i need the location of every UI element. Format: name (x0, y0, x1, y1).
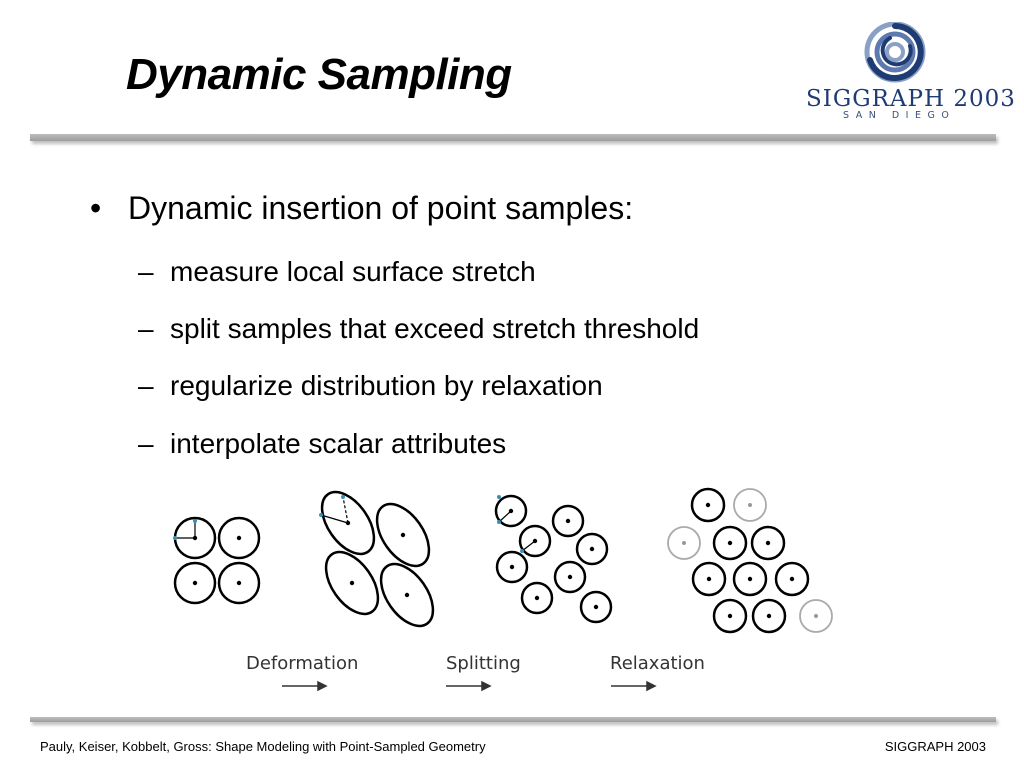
subbullet-marker: – (138, 256, 154, 287)
sample-circle (173, 561, 217, 605)
bullet-marker: • (90, 190, 102, 226)
relaxed-sample (774, 561, 810, 597)
subbullet-item: –regularize distribution by relaxation (138, 370, 603, 402)
right-arrow-icon (282, 680, 657, 692)
split-sample (553, 560, 587, 594)
deformed-sample (320, 490, 376, 556)
deformed-sample (379, 562, 435, 628)
relaxed-sample (732, 561, 768, 597)
slide-title: Dynamic Sampling (126, 50, 512, 99)
subbullet-marker: – (138, 428, 154, 459)
subbullet-text: interpolate scalar attributes (170, 428, 507, 459)
footer-conference: SIGGRAPH 2003 (884, 739, 986, 754)
title-divider (30, 134, 996, 141)
split-sample (518, 524, 552, 558)
subbullet-marker: – (138, 370, 154, 401)
relaxed-sample (712, 525, 748, 561)
split-sample (495, 550, 529, 584)
siggraph-logo: SIGGRAPH 2003 SAN DIEGO (800, 22, 1015, 121)
new-sample-circle (799, 599, 833, 633)
deformation-label: Deformation (246, 653, 359, 674)
bullet-item: • Dynamic insertion of point samples: (90, 190, 633, 227)
split-sample (551, 504, 585, 538)
logo-subtitle: SAN DIEGO (843, 110, 956, 121)
relaxed-sample (751, 598, 787, 634)
subbullet-text: measure local surface stretch (170, 256, 536, 287)
deformed-sample (375, 502, 431, 568)
split-sample (520, 581, 554, 615)
new-sample-circle (667, 526, 701, 560)
relaxed-sample (750, 525, 786, 561)
subbullet-text: regularize distribution by relaxation (170, 370, 603, 401)
relaxed-sample (690, 487, 726, 523)
relaxation-label: Relaxation (610, 653, 705, 674)
subbullet-item: –split samples that exceed stretch thres… (138, 313, 699, 345)
relaxed-sample (691, 561, 727, 597)
sampling-diagram: Deformation Splitting Relaxation (160, 485, 860, 700)
split-sample (575, 532, 609, 566)
subbullet-item: –interpolate scalar attributes (138, 428, 506, 460)
footer-citation: Pauly, Keiser, Kobbelt, Gross: Shape Mod… (40, 739, 486, 754)
relaxed-sample (712, 598, 748, 634)
siggraph-swirl-icon (864, 22, 926, 83)
subbullet-text: split samples that exceed stretch thresh… (170, 313, 700, 344)
deformed-sample (324, 550, 380, 616)
split-sample (579, 590, 613, 624)
split-sample (494, 494, 528, 528)
splitting-label: Splitting (446, 653, 521, 674)
sample-circle (217, 561, 261, 605)
logo-wordmark: SIGGRAPH 2003 (806, 86, 1016, 112)
subbullet-marker: – (138, 313, 154, 344)
bullet-text: Dynamic insertion of point samples: (128, 190, 634, 226)
sample-circle (217, 516, 261, 560)
footer-divider (30, 717, 996, 722)
sampling-diagram-svg (173, 487, 833, 692)
new-sample-circle (733, 488, 767, 522)
subbullet-item: –measure local surface stretch (138, 256, 536, 288)
